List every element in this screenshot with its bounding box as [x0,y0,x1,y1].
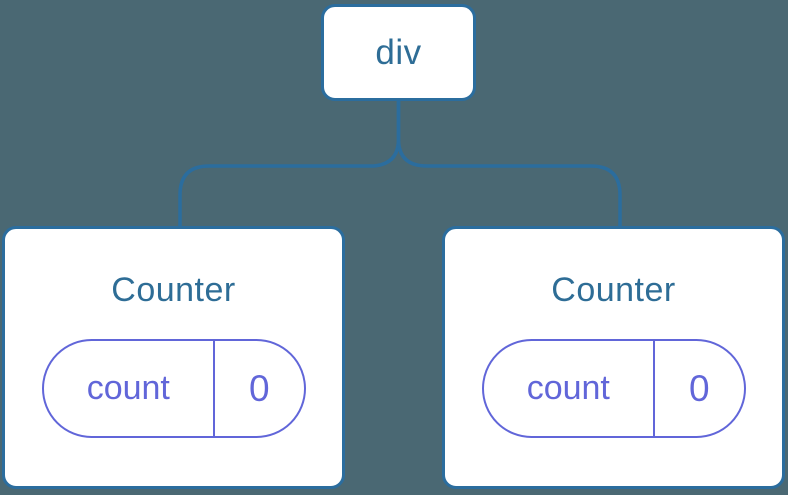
state-key-label: count [484,341,656,436]
connector-branch-left [178,101,401,227]
tree-node-div-label: div [375,32,422,72]
counter-card-title: Counter [551,271,676,309]
state-pill: count 0 [481,339,746,438]
counter-card-left: Counter count 0 [2,226,345,489]
state-pill: count 0 [41,339,306,438]
tree-node-div: div [321,4,476,101]
state-key-label: count [44,341,216,436]
counter-card-title: Counter [111,271,236,309]
state-value: 0 [249,367,270,409]
state-value: 0 [689,367,710,409]
counter-card-right: Counter count 0 [442,226,785,489]
connector-branch-right [396,101,622,227]
